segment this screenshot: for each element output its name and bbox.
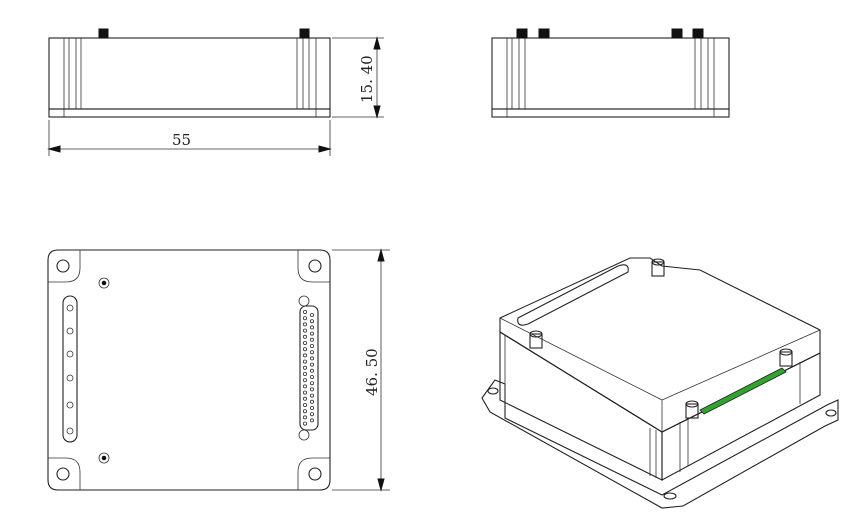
- connector-pin: [309, 368, 314, 373]
- top-view: [47, 249, 331, 491]
- mounting-hole: [487, 387, 499, 395]
- standoff-pin: [516, 28, 528, 39]
- connector-pin: [309, 312, 314, 317]
- green-connector: [699, 367, 787, 415]
- height-dimension: 15. 40: [332, 36, 384, 119]
- front-view: [48, 28, 331, 118]
- standoff-pin: [538, 28, 550, 39]
- depth-dimension-label: 46. 50: [363, 348, 381, 396]
- standoff-pin: [692, 28, 704, 39]
- screw: [98, 277, 110, 289]
- standoff: [685, 400, 699, 419]
- mounting-hole: [663, 492, 677, 500]
- connector-pin: [309, 405, 314, 410]
- mounting-hole: [56, 259, 70, 273]
- connector-pin: [309, 362, 314, 367]
- connector-pin: [302, 365, 307, 370]
- connector-pin: [309, 350, 314, 355]
- connector-pin: [302, 402, 307, 407]
- standoff-pin: [671, 28, 683, 39]
- connector-pin: [309, 374, 314, 379]
- connector-pin: [302, 378, 307, 383]
- d-sub-connector: [298, 295, 319, 441]
- connector-pin: [302, 359, 307, 364]
- connector-pin: [309, 399, 314, 404]
- connector-pin: [302, 322, 307, 327]
- mounting-hole: [308, 467, 322, 481]
- connector-pin: [302, 396, 307, 401]
- standoff: [651, 258, 665, 277]
- mounting-hole: [825, 409, 837, 417]
- connector-pin: [302, 309, 307, 314]
- connector-pin: [302, 409, 307, 414]
- standoff: [529, 330, 543, 349]
- connector-pin: [309, 387, 314, 392]
- depth-dimension: 46. 50: [332, 248, 390, 492]
- slot-connector: [62, 295, 78, 443]
- connector-pin: [302, 353, 307, 358]
- connector-pin: [302, 390, 307, 395]
- connector-pin: [309, 319, 314, 324]
- connector-pin: [309, 343, 314, 348]
- height-dimension-label: 15. 40: [358, 55, 376, 103]
- connector-pin: [309, 393, 314, 398]
- side-view: [491, 28, 730, 118]
- connector-pin: [309, 381, 314, 386]
- mounting-hole: [308, 259, 322, 273]
- connector-pin: [309, 356, 314, 361]
- mounting-hole: [56, 467, 70, 481]
- connector-pin: [309, 325, 314, 330]
- connector-pin: [309, 337, 314, 342]
- connector-pin: [302, 421, 307, 426]
- connector-pin: [302, 347, 307, 352]
- connector-pin: [302, 334, 307, 339]
- connector-pin: [302, 371, 307, 376]
- width-dimension-label: 55: [172, 131, 191, 149]
- connector-pin: [302, 340, 307, 345]
- standoff: [779, 348, 793, 367]
- connector-pin: [302, 328, 307, 333]
- connector-pin: [302, 415, 307, 420]
- top-slot: [517, 264, 629, 326]
- standoff-pin: [299, 28, 310, 39]
- standoff-pin: [98, 28, 109, 39]
- connector-pin: [309, 412, 314, 417]
- connector-pin: [309, 418, 314, 423]
- isometric-view: [481, 257, 839, 509]
- width-dimension: 55: [47, 120, 332, 156]
- connector-pin: [302, 384, 307, 389]
- screw: [98, 452, 110, 464]
- connector-pin: [309, 331, 314, 336]
- connector-pin: [302, 316, 307, 321]
